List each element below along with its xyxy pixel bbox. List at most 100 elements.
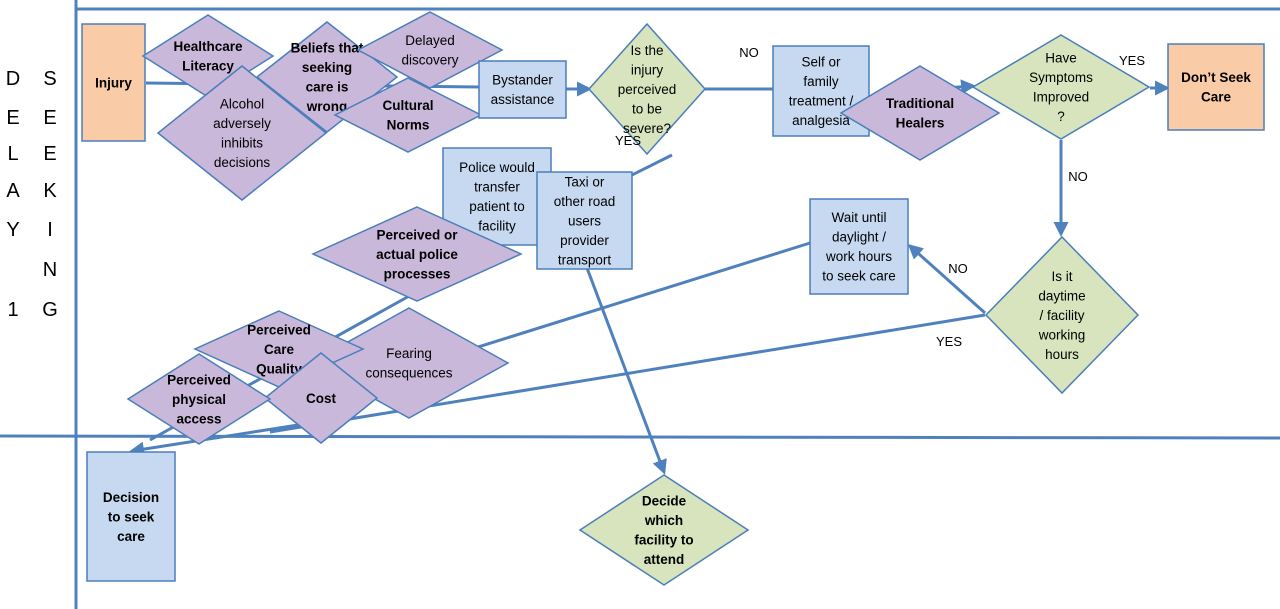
edge-label-no: NO <box>1068 169 1088 184</box>
decision-diamond <box>356 11 504 89</box>
node-self-treatment: Self or family treatment / analgesia <box>772 45 870 137</box>
node-label: Quality <box>256 361 302 376</box>
decision-diamond <box>311 206 523 302</box>
node-label: hours <box>1045 347 1079 362</box>
node-label: work hours <box>825 249 892 264</box>
node-label: seeking <box>302 60 352 75</box>
node-label: Is it <box>1051 269 1072 284</box>
node-label: transfer <box>474 180 520 195</box>
node-label: Taxi or <box>565 174 605 189</box>
side-letter: Y <box>6 219 19 241</box>
node-label: physical <box>172 392 226 407</box>
node-label: Police would <box>459 160 535 175</box>
edge-label-no: NO <box>739 45 759 60</box>
arrow-to-decision <box>129 418 331 457</box>
node-label: access <box>176 411 221 426</box>
node-label: care <box>117 529 145 544</box>
node-label: Injury <box>95 75 132 90</box>
node-label: Norms <box>387 118 430 133</box>
process-box <box>81 23 146 142</box>
decision-diamond <box>971 34 1151 140</box>
side-letter: K <box>43 180 57 202</box>
node-label: provider <box>560 233 609 248</box>
decision-diamond <box>126 353 272 445</box>
connector-daytime-decision <box>269 313 986 434</box>
arrow-taxi-facility <box>585 267 667 475</box>
node-label: inhibits <box>221 136 263 151</box>
node-label: family <box>803 74 839 89</box>
node-label: Fearing <box>386 346 432 361</box>
node-label: Self or <box>801 55 841 70</box>
node-label: Improved <box>1033 90 1089 105</box>
node-cost: Cost <box>263 352 379 444</box>
node-label: to seek care <box>822 269 896 284</box>
node-label: processes <box>384 266 451 281</box>
decision-diamond <box>263 352 379 444</box>
process-box <box>478 60 567 119</box>
node-label: which <box>644 513 683 528</box>
node-label: treatment / <box>789 94 854 109</box>
node-label: Cost <box>306 391 337 406</box>
side-letter: A <box>6 180 20 202</box>
node-label: adversely <box>213 116 271 131</box>
edge-label-yes: YES <box>936 334 962 349</box>
edge-label-no: NO <box>948 261 968 276</box>
node-label: Cultural <box>382 98 433 113</box>
node-label: Wait until <box>831 210 886 225</box>
side-letter: 1 <box>7 299 18 321</box>
node-label: Decision <box>103 490 159 505</box>
node-label: to seek <box>108 509 155 524</box>
decision-diamond <box>984 235 1140 395</box>
decision-diamond <box>839 65 1001 161</box>
node-label: consequences <box>365 366 452 381</box>
node-label: Care <box>1201 90 1232 105</box>
side-letter: I <box>47 219 53 241</box>
node-label: other road <box>554 194 616 209</box>
node-label: facility <box>478 219 516 234</box>
node-label: attend <box>644 552 685 567</box>
node-label: Perceived <box>167 372 231 387</box>
node-label: / facility <box>1039 308 1084 323</box>
node-label: Decide <box>642 494 687 509</box>
node-label: Alcohol <box>220 97 264 112</box>
edge-label-yes: YES <box>1119 53 1145 68</box>
node-label: ? <box>1057 109 1065 124</box>
decision-diamond <box>587 22 707 156</box>
node-label: users <box>568 213 601 228</box>
node-label: Literacy <box>182 59 234 74</box>
side-letter: E <box>43 143 56 165</box>
process-box <box>1167 43 1265 131</box>
edge-labels: NO YES YES NO NO YES <box>615 45 1145 349</box>
side-letter: G <box>42 299 58 321</box>
process-box <box>86 451 176 582</box>
node-label: Bystander <box>492 73 553 88</box>
node-label: Perceived <box>247 322 311 337</box>
decision-diamond <box>333 77 483 153</box>
edge-label-yes: YES <box>615 133 641 148</box>
node-label: wrong <box>306 99 348 114</box>
node-label: Is the <box>630 43 663 58</box>
node-label: analgesia <box>792 113 850 128</box>
node-label: Perceived or <box>376 227 458 242</box>
node-label: perceived <box>618 82 677 97</box>
node-label: daytime <box>1038 288 1085 303</box>
node-label: assistance <box>491 92 555 107</box>
side-letter: N <box>43 259 57 281</box>
delay-1-seeking-label: D E L A Y 1 S E E K I N G <box>6 68 58 321</box>
node-label: Delayed <box>405 33 455 48</box>
node-label: Symptoms <box>1029 70 1093 85</box>
side-letter: L <box>7 143 18 165</box>
process-box <box>809 198 909 295</box>
